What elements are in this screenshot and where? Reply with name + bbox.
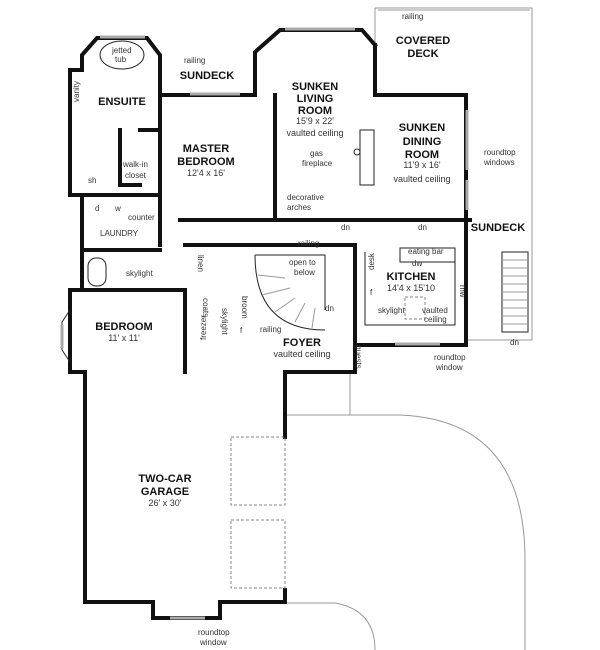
room-bedroom: BEDROOM xyxy=(95,321,152,333)
note-skylight: skylight xyxy=(126,269,153,278)
room-sundeck-right: SUNDECK xyxy=(471,222,525,234)
bathtub xyxy=(87,257,107,287)
room-living: SUNKEN xyxy=(292,81,339,93)
svg-text:arches: arches xyxy=(287,203,311,212)
room-ensuite: ENSUITE xyxy=(98,96,146,108)
svg-text:d: d xyxy=(95,204,99,213)
svg-text:12'4 x 16': 12'4 x 16' xyxy=(187,168,225,178)
svg-text:vaulted ceiling: vaulted ceiling xyxy=(273,349,330,359)
svg-text:GARAGE: GARAGE xyxy=(141,486,189,498)
svg-text:26' x 30': 26' x 30' xyxy=(149,498,182,508)
room-dining: SUNKEN xyxy=(399,122,446,134)
svg-text:ROOM: ROOM xyxy=(298,105,332,117)
svg-text:decorative: decorative xyxy=(287,193,324,202)
svg-text:roundtop: roundtop xyxy=(198,628,230,637)
svg-text:below: below xyxy=(294,268,315,277)
room-sundeck-top: SUNDECK xyxy=(180,70,234,82)
svg-text:walk-in: walk-in xyxy=(122,160,148,169)
svg-text:ceiling: ceiling xyxy=(424,315,447,324)
note-dn: dn xyxy=(510,338,519,347)
driveway-edge xyxy=(285,414,526,650)
svg-text:tub: tub xyxy=(115,55,127,64)
svg-text:w: w xyxy=(114,204,121,213)
svg-text:guests: guests xyxy=(354,345,363,369)
note-dn: dn xyxy=(341,223,350,232)
note-fridge: f xyxy=(370,288,373,297)
svg-text:open to: open to xyxy=(289,258,316,267)
svg-text:windows: windows xyxy=(483,158,515,167)
room-kitchen: KITCHEN xyxy=(387,271,436,283)
fireplace xyxy=(353,148,361,156)
svg-text:jetted: jetted xyxy=(111,46,132,55)
note-railing: railing xyxy=(260,325,281,334)
svg-text:f: f xyxy=(240,326,243,335)
note-dn: dn xyxy=(325,304,334,313)
room-foyer: FOYER xyxy=(283,337,321,349)
svg-text:skylight: skylight xyxy=(220,308,229,335)
kitchen-counter xyxy=(364,247,456,326)
interior-wall xyxy=(80,93,472,374)
svg-text:DECK: DECK xyxy=(407,48,438,60)
svg-text:BEDROOM: BEDROOM xyxy=(177,156,234,168)
svg-text:mw: mw xyxy=(458,285,467,298)
svg-text:vaulted ceiling: vaulted ceiling xyxy=(393,174,450,184)
svg-text:vaulted ceiling: vaulted ceiling xyxy=(286,128,343,138)
room-covered-deck: COVERED xyxy=(396,35,450,47)
deck-stairs xyxy=(501,251,529,333)
svg-text:counter: counter xyxy=(128,213,155,222)
svg-text:desk: desk xyxy=(367,252,376,270)
garage-door-right xyxy=(230,519,286,589)
svg-text:roundtop: roundtop xyxy=(484,148,516,157)
svg-text:dw: dw xyxy=(412,259,422,268)
note-railing: railing xyxy=(402,12,423,21)
room-laundry: LAUNDRY xyxy=(100,229,139,238)
svg-text:15'9 x 22': 15'9 x 22' xyxy=(296,116,334,126)
kitchen-skylight xyxy=(404,296,426,320)
svg-text:linen: linen xyxy=(196,255,205,272)
svg-text:11' x 11': 11' x 11' xyxy=(108,333,140,343)
svg-text:freezer: freezer xyxy=(199,315,208,340)
jetted-tub xyxy=(99,40,145,70)
svg-text:window: window xyxy=(435,363,463,372)
svg-text:sh: sh xyxy=(88,176,96,185)
curved-stair xyxy=(254,254,326,331)
garage-door-left xyxy=(230,436,286,506)
svg-text:broom: broom xyxy=(240,296,249,319)
walkway-edge xyxy=(285,602,376,650)
svg-text:fireplace: fireplace xyxy=(302,159,333,168)
svg-text:roundtop: roundtop xyxy=(434,353,466,362)
svg-text:14'4 x 15'10: 14'4 x 15'10 xyxy=(387,283,435,293)
room-master-bedroom: MASTER xyxy=(183,143,230,155)
svg-text:DINING: DINING xyxy=(403,136,442,148)
svg-text:LIVING: LIVING xyxy=(297,93,334,105)
svg-text:ROOM: ROOM xyxy=(405,149,439,161)
svg-text:coats: coats xyxy=(201,298,210,317)
svg-text:11'9 x 16': 11'9 x 16' xyxy=(403,160,441,170)
svg-text:vaulted: vaulted xyxy=(422,306,448,315)
svg-text:eating bar: eating bar xyxy=(408,247,444,256)
svg-text:gas: gas xyxy=(310,149,323,158)
note-railing: railing xyxy=(184,56,205,65)
note-vanity: vanity xyxy=(72,81,81,102)
svg-text:window: window xyxy=(199,638,227,647)
svg-text:skylight: skylight xyxy=(378,306,405,315)
note-dn: dn xyxy=(418,223,427,232)
svg-text:closet: closet xyxy=(125,171,147,180)
room-garage: TWO-CAR xyxy=(138,473,191,485)
note-railing: railing xyxy=(298,239,319,248)
